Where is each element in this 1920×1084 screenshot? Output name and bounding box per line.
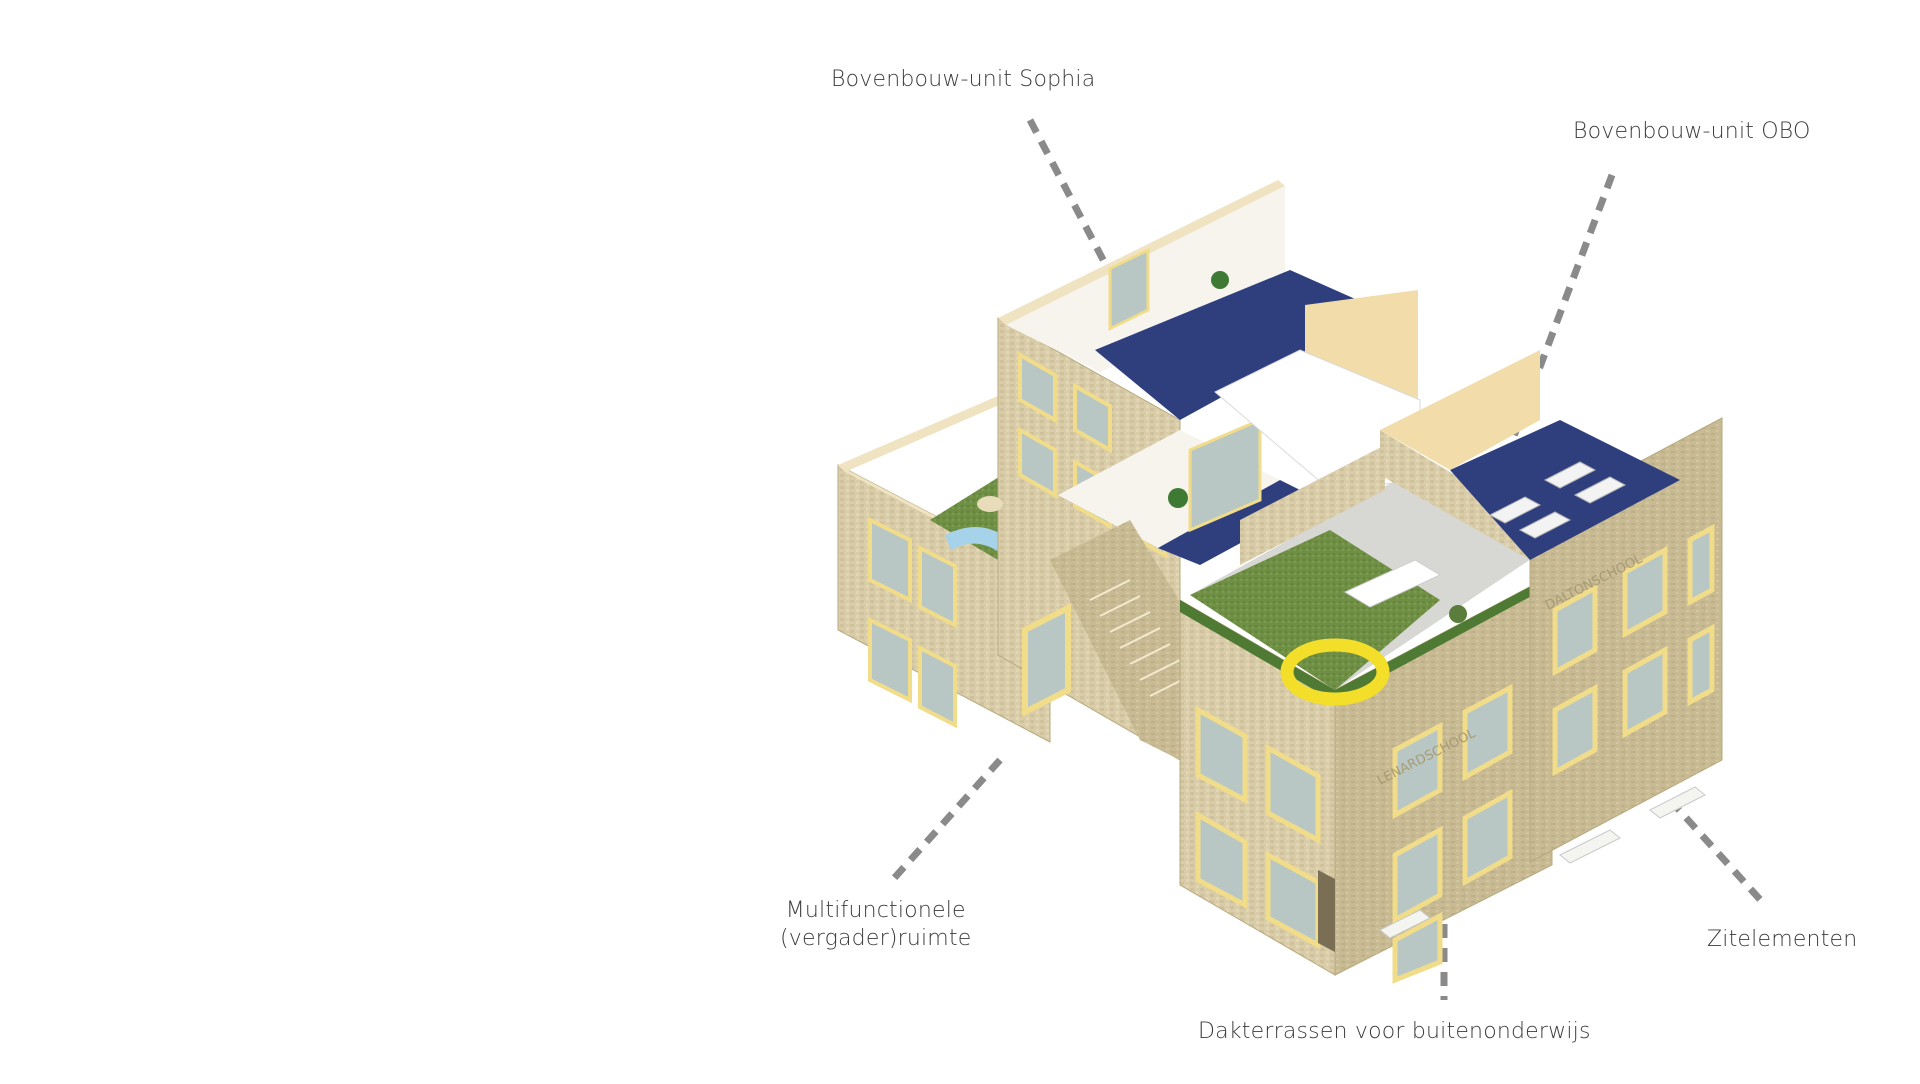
building xyxy=(837,180,1723,984)
label-zitelementen: Zitelementen xyxy=(1707,927,1858,952)
label-bovenbouw-unit-sophia: Bovenbouw-unit Sophia xyxy=(831,67,1096,92)
left-wing-rim xyxy=(838,395,1006,472)
label-bovenbouw-unit-obo: Bovenbouw-unit OBO xyxy=(1573,119,1811,144)
left-wing-opening-1 xyxy=(868,516,912,604)
leader-sophia xyxy=(1026,118,1149,342)
front-block-left-windows xyxy=(1195,705,1321,950)
leader-multi xyxy=(885,757,1003,888)
label-multi-line2: (vergader)ruimte xyxy=(780,925,972,951)
entrance-door xyxy=(1318,870,1335,952)
right-block-windows xyxy=(1552,523,1715,777)
roof-terrace-grass xyxy=(1190,530,1440,690)
left-wing-opening-2 xyxy=(918,544,957,629)
leader-zitelementen xyxy=(1667,797,1768,908)
sophia-back-window-1 xyxy=(1108,247,1150,331)
terrace-hedge xyxy=(1180,575,1552,702)
label-multifunctionele-ruimte: Multifunctionele (vergader)ruimte xyxy=(780,897,972,952)
obo-desks xyxy=(1488,461,1627,539)
plant-1 xyxy=(1168,488,1188,508)
obo-floor xyxy=(1450,420,1680,560)
left-wing-window-3 xyxy=(868,616,912,704)
front-block-right-windows xyxy=(1392,683,1513,984)
obo-back-wall xyxy=(1380,350,1540,470)
label-multi-line1: Multifunctionele xyxy=(785,898,966,923)
terrace-table xyxy=(1343,559,1442,608)
label-dakterrassen: Dakterrassen voor buitenonderwijs xyxy=(1198,1019,1591,1044)
middle-room-window xyxy=(1188,417,1262,533)
terrace-stool xyxy=(977,496,1003,512)
plant-2 xyxy=(1211,271,1229,289)
left-wing-window-4 xyxy=(918,644,957,729)
bay-window xyxy=(1022,603,1071,717)
plant-3 xyxy=(1449,605,1467,623)
seating-elements xyxy=(1379,786,1706,939)
terrace-back-wall xyxy=(1240,445,1385,565)
right-block-front-rim xyxy=(1380,430,1530,560)
yellow-ring-seat xyxy=(1280,638,1390,706)
